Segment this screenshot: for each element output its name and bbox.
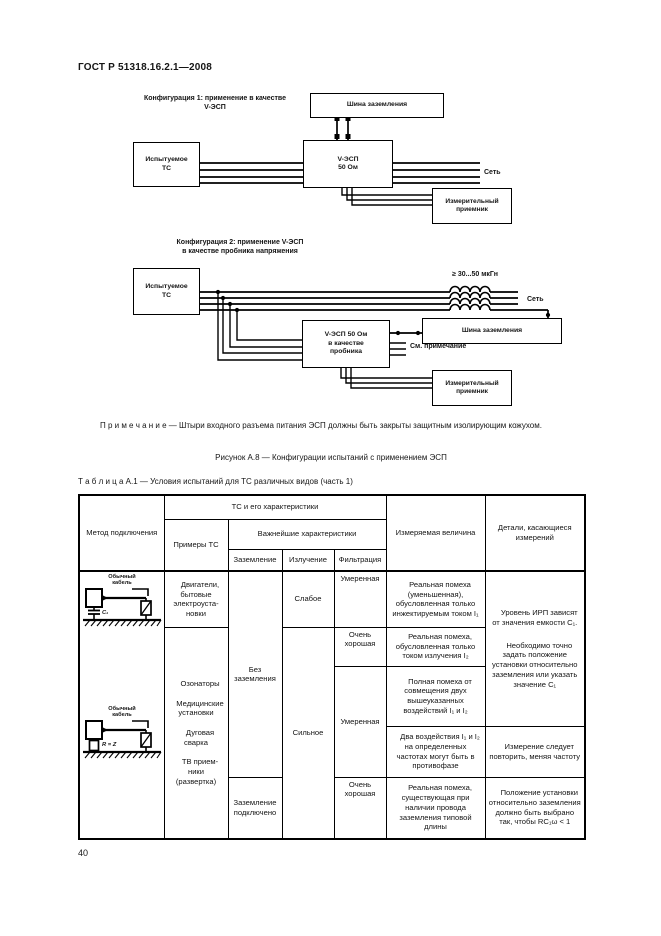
config2-ground-bus-box: Шина заземления [422,318,562,344]
table-caption: Т а б л и ц а А.1 — Условия испытаний дл… [78,477,353,486]
cell-details-5: Положение установки относительно заземле… [484,776,586,840]
config1-ground-bus-box: Шина заземления [310,93,444,118]
config1-receiver-box: Измерительный приемник [432,188,512,224]
header-method: Метод подключения [78,494,165,572]
cable-label: Обычный кабель [108,706,136,719]
cable-label: Обычный кабель [108,574,136,587]
config1-mains-label: Сеть [484,169,501,176]
cell-grounding-2: Зазем­ление подклю­чено [227,776,283,840]
header-measured: Измеряемая величина [385,494,486,572]
cell-filtering-3: Умерен­ная [333,665,387,778]
config1-wiring [200,116,480,206]
config2-title: Конфигурация 2: применение V-ЭСП в качес… [176,239,304,256]
schematic-capacitor: Обычный кабель C₁ [82,574,162,628]
config2-mains-label: Сеть [527,296,544,303]
cell-radiation-2: Сильное [281,626,335,840]
method-cell: Обычный кабель C₁ [78,570,165,840]
schematic-resistor-drawing [83,720,162,759]
figure-config1: Конфигурация 1: применение в качестве V-… [80,88,592,236]
config2-eut-box: Испытуемое ТС [133,268,200,315]
cell-details-1: Уровень ИРП зависят от значения емкости … [484,570,586,727]
ground-hatching [84,751,162,759]
config2-wiring [200,285,551,389]
header-details: Детали, касающиеся измерений [484,494,586,572]
config1-vesp-box: V-ЭСП 50 Ом [303,140,393,188]
config2-receiver-box: Измерительный приемник [432,370,512,406]
header-filtering: Фильтрация [333,548,387,572]
config1-title: Конфигурация 1: применение в качестве V-… [143,95,287,112]
figure-caption: Рисунок А.8 — Конфигурации испытаний с п… [215,453,447,462]
cell-measured-2: Реальная помеха, обусловленная только то… [385,626,486,667]
header-grounding: Заземление [227,548,283,572]
cell-measured-1: Реальная помеха (уменьшенная), обусловле… [385,570,486,628]
header-radiation: Излучение [281,548,335,572]
cell-examples-1: Двига­тели, бытовые электро­уста­новки [163,570,229,628]
header-examples: Примеры ТС [163,518,229,572]
cell-measured-4: Два воздействия I₁ и I₂ на определенных … [385,725,486,778]
cell-measured-5: Реальная помеха, существующая при наличи… [385,776,486,840]
header-ts-group: ТС и его характеристики [163,494,387,520]
header-key-group: Важнейшие характеристики [227,518,387,550]
config1-eut-box: Испытуемое ТС [133,142,200,187]
ground-hatching [84,619,162,627]
page-header: ГОСТ Р 51318.16.2.1—2008 [78,62,213,73]
schematic-resistor: Обычный кабель R = Z [82,706,162,760]
note-paragraph: П р и м е ч а н и е — Штыри входного раз… [100,421,542,430]
cell-details-4: Измерение следует повторить, меняя часто… [484,725,586,778]
config2-inductance-label: ≥ 30...50 мкГн [452,271,498,278]
cell-grounding-1: Без заземления [227,570,283,778]
table-a1: Метод подключения ТС и его характеристик… [78,494,587,840]
config2-vesp-box: V-ЭСП 50 Ом в качестве пробника [302,320,390,368]
resistor-label: R = Z [102,742,117,748]
figure-config2: Конфигурация 2: применение V-ЭСП в качес… [80,238,600,410]
cell-filtering-2: Очень хорошая [333,626,387,667]
capacitor-label: C₁ [102,610,109,616]
schematic-capacitor-drawing [83,588,162,627]
cell-examples-2: Озона­торы Медицин­ские установки Дугова… [163,626,229,840]
cell-filtering-4: Очень хорошая [333,776,387,840]
cell-filtering-1: Умерен­ная [333,570,387,628]
page-number: 40 [78,848,89,858]
cell-measured-3: Полная помеха от совмещения двух вышеука… [385,665,486,727]
cell-radiation-1: Слабое [281,570,335,628]
config2-see-note-label: См. примечание [410,343,467,350]
